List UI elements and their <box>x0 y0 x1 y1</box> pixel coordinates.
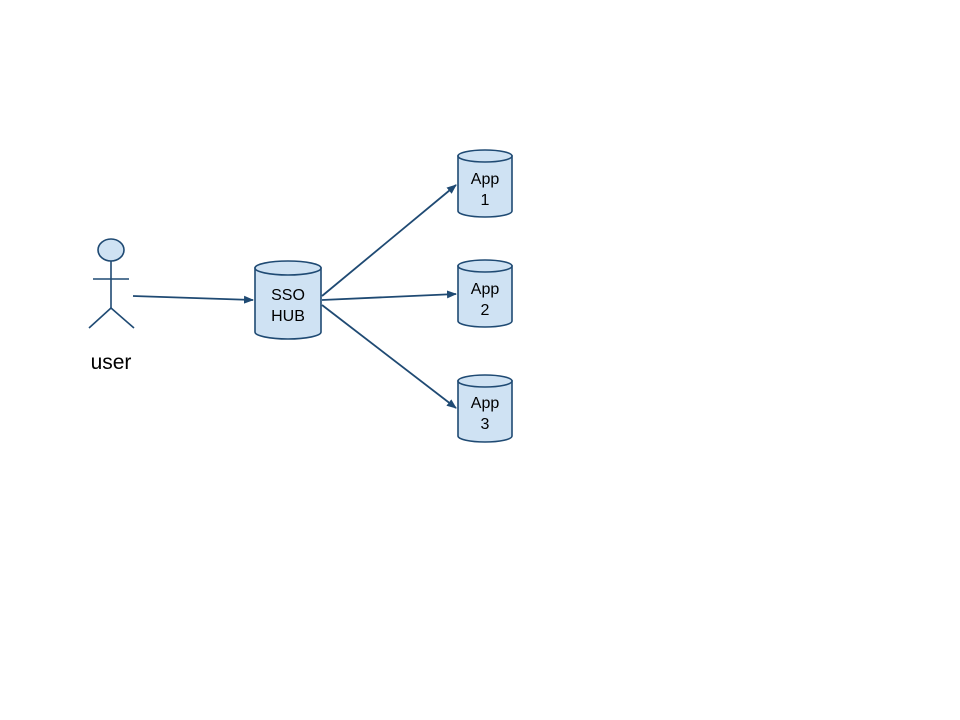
app-2-node[interactable]: App 2 <box>457 259 513 328</box>
cylinder-icon <box>457 149 513 218</box>
app-2-label-line1: App <box>471 281 500 298</box>
app-2-label-line2: 2 <box>481 302 490 319</box>
app-1-label-line1: App <box>471 171 500 188</box>
actor-head <box>97 238 125 262</box>
app-1-label-line2: 1 <box>481 192 490 209</box>
actor-right-leg <box>110 307 135 329</box>
edge-user-to-hub <box>132 295 254 304</box>
app-3-node[interactable]: App 3 <box>457 374 513 443</box>
app-3-label-line2: 3 <box>481 416 490 433</box>
stick-figure-icon <box>88 238 135 329</box>
actor-left-leg <box>88 307 112 329</box>
edges <box>132 184 457 409</box>
sso-hub-node[interactable]: SSO HUB <box>254 260 322 340</box>
cylinder-icon <box>254 260 322 340</box>
user-label: user <box>91 351 132 374</box>
cylinder-icon <box>457 374 513 443</box>
edge-hub-to-app1 <box>321 184 457 297</box>
hub-label-line1: SSO <box>271 287 305 304</box>
app-3-label-line1: App <box>471 395 500 412</box>
edge-hub-to-app2 <box>321 290 457 301</box>
user-actor: user <box>88 238 135 374</box>
edge-hub-to-app3 <box>321 304 457 409</box>
cylinder-icon <box>457 259 513 328</box>
hub-label-line2: HUB <box>271 308 305 325</box>
app-1-node[interactable]: App 1 <box>457 149 513 218</box>
